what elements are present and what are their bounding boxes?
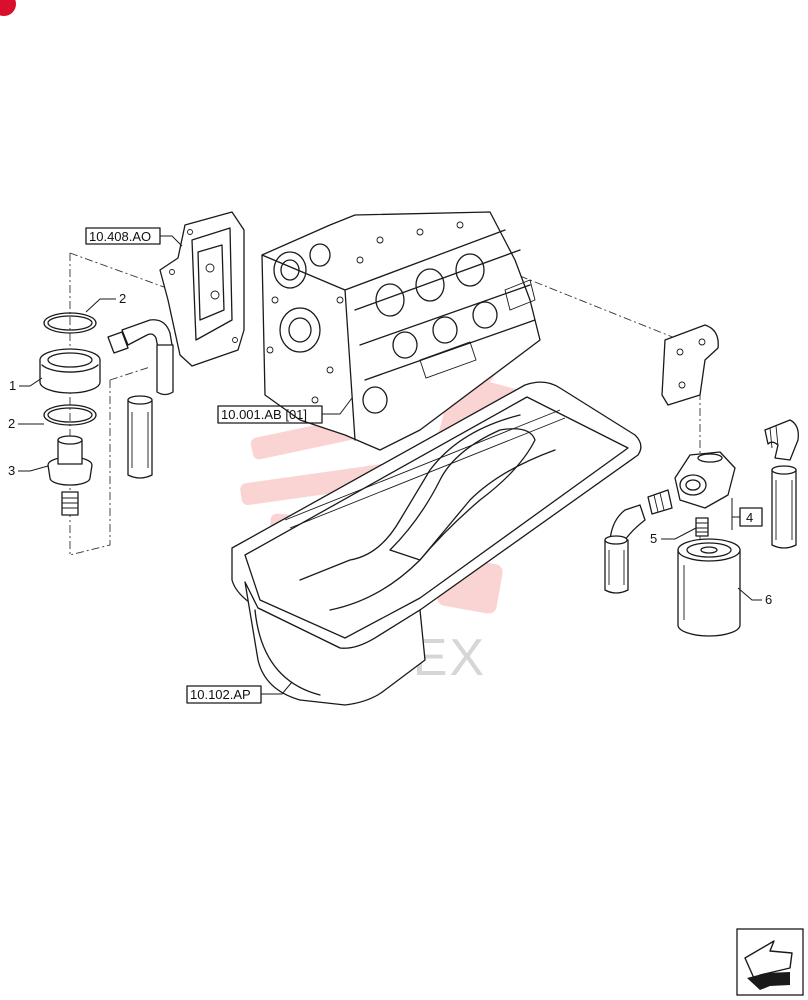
svg-text:2: 2	[8, 416, 15, 431]
svg-text:2: 2	[119, 291, 126, 306]
leader-cover	[160, 235, 183, 247]
callout-2-lower: 2	[8, 416, 44, 431]
svg-text:3: 3	[8, 463, 15, 478]
next-page-arrow-icon[interactable]	[736, 928, 804, 996]
o-ring-upper	[43, 312, 97, 334]
ref-cover-label: 10.408.AO	[89, 229, 151, 244]
hose-elbow-right	[764, 419, 799, 461]
callout-6: 6	[737, 587, 772, 607]
ref-box-pan[interactable]: 10.102.AP	[186, 685, 262, 704]
hose-fitting-right-head	[647, 489, 673, 515]
ref-pan-label: 10.102.AP	[190, 687, 251, 702]
timing-cover-plate	[159, 211, 245, 367]
filter-head	[674, 451, 736, 509]
callout-4[interactable]: 4	[731, 498, 763, 530]
filter-nipple	[695, 517, 709, 537]
svg-text:1: 1	[9, 378, 16, 393]
filter-adapter	[39, 348, 101, 394]
callout-3: 3	[8, 463, 49, 478]
o-ring-lower	[43, 404, 97, 426]
hose-pipe-right	[771, 465, 797, 549]
engine-block	[261, 211, 541, 451]
hose-elbow-lower	[609, 504, 646, 541]
oil-pan	[231, 381, 642, 706]
callout-2-upper: 2	[85, 291, 126, 313]
corner-badge-icon	[0, 0, 16, 16]
leader-block	[322, 397, 353, 415]
ref-box-cover[interactable]: 10.408.AO	[85, 227, 161, 245]
svg-text:4: 4	[746, 510, 753, 525]
mounting-bracket	[661, 324, 719, 406]
ref-box-block[interactable]: 10.001.AB [01]	[217, 405, 323, 424]
callout-1: 1	[9, 377, 43, 393]
oil-filter-cartridge	[677, 538, 741, 637]
hose-pipe-left	[127, 395, 153, 479]
leader-pan	[261, 681, 293, 695]
ref-block-label: 10.001.AB [01]	[221, 407, 307, 422]
hose-pipe-lower	[604, 535, 629, 594]
hose-elbow-left	[107, 319, 174, 396]
svg-text:6: 6	[765, 592, 772, 607]
threaded-nipple	[47, 435, 93, 516]
svg-text:5: 5	[650, 531, 657, 546]
callout-5: 5	[650, 527, 697, 546]
